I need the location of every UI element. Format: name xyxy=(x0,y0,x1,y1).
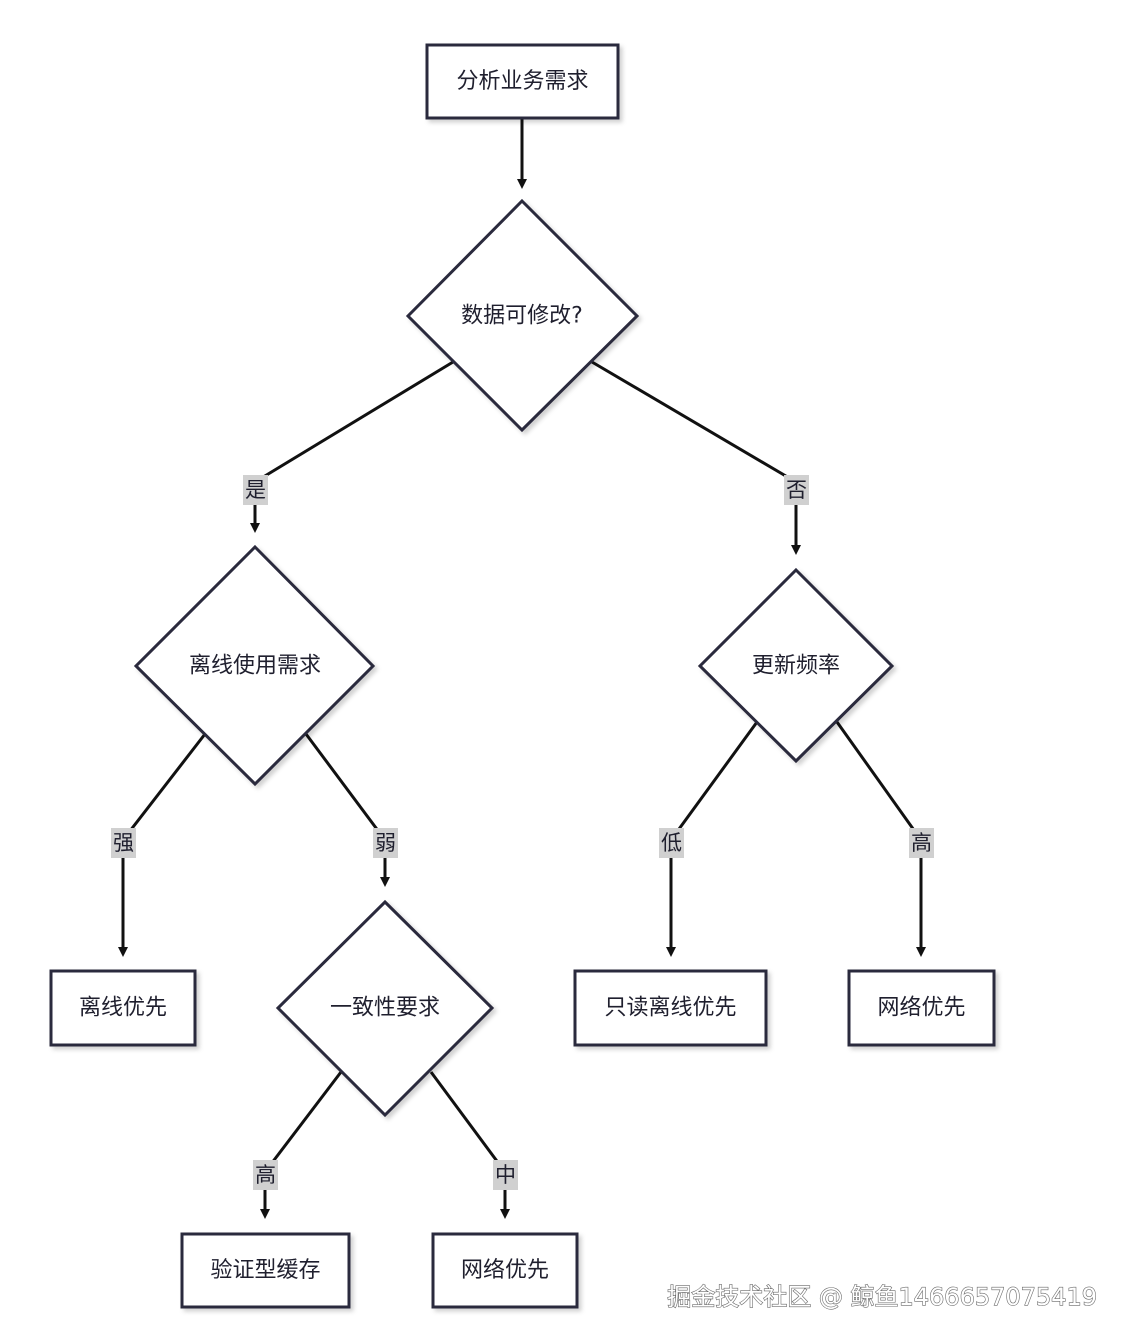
edge-label-no: 否 xyxy=(784,475,809,505)
node-offline-need-label: 离线使用需求 xyxy=(189,654,321,679)
node-network-first-bottom-label: 网络优先 xyxy=(461,1258,549,1283)
edge-label-yes: 是 xyxy=(243,475,268,505)
node-modifiable-label: 数据可修改? xyxy=(461,304,583,329)
edge-label-high-consistency: 高 xyxy=(253,1160,278,1190)
node-analyze-label: 分析业务需求 xyxy=(456,69,588,94)
node-readonly-offline-label: 只读离线优先 xyxy=(604,996,736,1021)
node-consistency xyxy=(275,899,495,1118)
node-offline-need xyxy=(133,544,376,787)
edge-update-freq-to-readonly xyxy=(669,721,759,841)
edge-label-yes-text: 是 xyxy=(245,478,266,502)
edge-consistency-to-validated-cache xyxy=(263,1071,343,1173)
edge-modifiable-to-update-freq xyxy=(591,360,797,484)
edge-label-no-text: 否 xyxy=(786,478,807,502)
edge-label-medium: 中 xyxy=(493,1160,518,1190)
nodes: 分析业务需求 数据可修改? 离线使用需求 更新频率 离线优先 一致性要求 只 xyxy=(49,43,996,1309)
node-network-first-right-label: 网络优先 xyxy=(877,996,965,1021)
node-validated-cache xyxy=(180,1232,351,1309)
edges xyxy=(118,118,926,1219)
node-analyze xyxy=(425,43,620,120)
edge-label-low-text: 低 xyxy=(661,831,682,855)
node-network-first-bottom xyxy=(431,1232,579,1309)
node-modifiable xyxy=(405,198,640,433)
edge-label-weak: 弱 xyxy=(373,828,398,858)
edge-label-high-freq-text: 高 xyxy=(911,831,932,855)
node-offline-first-label: 离线优先 xyxy=(79,996,167,1021)
edge-update-freq-to-network xyxy=(835,721,923,841)
edge-offline-need-to-offline-first xyxy=(121,733,207,841)
node-validated-cache-label: 验证型缓存 xyxy=(210,1258,320,1283)
edge-offline-need-to-consistency xyxy=(304,733,387,841)
edge-label-weak-text: 弱 xyxy=(375,831,396,855)
edge-label-high-consistency-text: 高 xyxy=(255,1163,276,1187)
edge-labels: 是 否 强 弱 低 高 高 中 xyxy=(111,475,934,1190)
edge-consistency-to-network-bottom xyxy=(429,1071,507,1173)
edge-label-medium-text: 中 xyxy=(495,1163,516,1187)
watermark: 掘金技术社区 @ 鲸鱼1466657075419 xyxy=(667,1283,1097,1311)
node-readonly-offline xyxy=(573,969,768,1047)
edge-label-high-freq: 高 xyxy=(909,828,934,858)
node-consistency-label: 一致性要求 xyxy=(330,996,440,1021)
node-update-freq xyxy=(697,567,895,764)
edge-modifiable-to-offline-need xyxy=(254,360,454,484)
edge-label-strong-text: 强 xyxy=(113,831,134,855)
node-update-freq-label: 更新频率 xyxy=(752,654,840,679)
edge-label-low: 低 xyxy=(659,828,684,858)
edge-label-strong: 强 xyxy=(111,828,136,858)
node-offline-first xyxy=(49,969,197,1047)
node-network-first-right xyxy=(847,969,996,1047)
